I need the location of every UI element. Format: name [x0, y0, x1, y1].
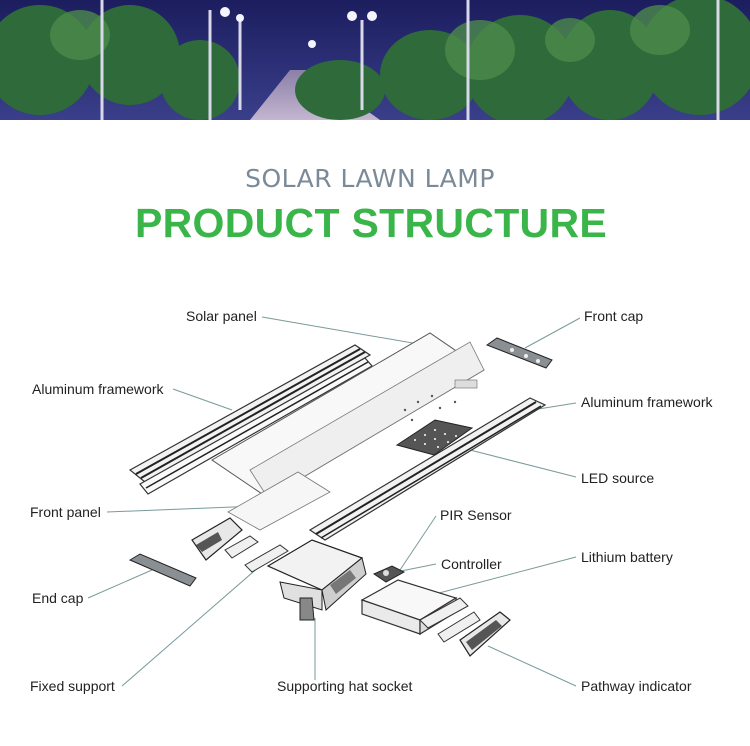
leader-lines [87, 316, 581, 687]
subtitle: SOLAR LAWN LAMP [245, 164, 495, 193]
pir-sensor-controller-part [372, 565, 406, 583]
label-led-source: LED source [581, 470, 655, 486]
front-cap-part [485, 337, 553, 369]
label-aluminum-framework-left: Aluminum framework [32, 381, 164, 397]
aluminum-framework-left-part [128, 344, 373, 495]
lithium-battery-part [360, 579, 458, 636]
label-front-cap: Front cap [584, 308, 644, 324]
pathway-indicator-part [419, 597, 511, 657]
street-scene-banner [0, 0, 750, 120]
label-lithium-battery: Lithium battery [581, 549, 673, 565]
page-title: PRODUCT STRUCTURE [134, 200, 608, 246]
supporting-hat-socket-part [266, 539, 367, 621]
label-front-panel: Front panel [30, 504, 101, 520]
label-end-cap: End cap [32, 590, 84, 606]
label-controller: Controller [441, 556, 502, 572]
label-aluminum-framework-right: Aluminum framework [581, 394, 713, 410]
front-panel-part [227, 471, 331, 531]
end-cap-part [128, 553, 197, 587]
label-pathway-indicator: Pathway indicator [581, 678, 692, 694]
left-end-housing [191, 517, 289, 573]
solar-panel-part [211, 332, 485, 499]
label-pir-sensor: PIR Sensor [440, 507, 512, 523]
label-solar-panel: Solar panel [186, 308, 257, 324]
label-supporting-hat-socket: Supporting hat socket [277, 678, 413, 694]
led-source-part [395, 394, 474, 456]
aluminum-framework-right-part [308, 397, 547, 541]
label-fixed-support: Fixed support [30, 678, 115, 694]
